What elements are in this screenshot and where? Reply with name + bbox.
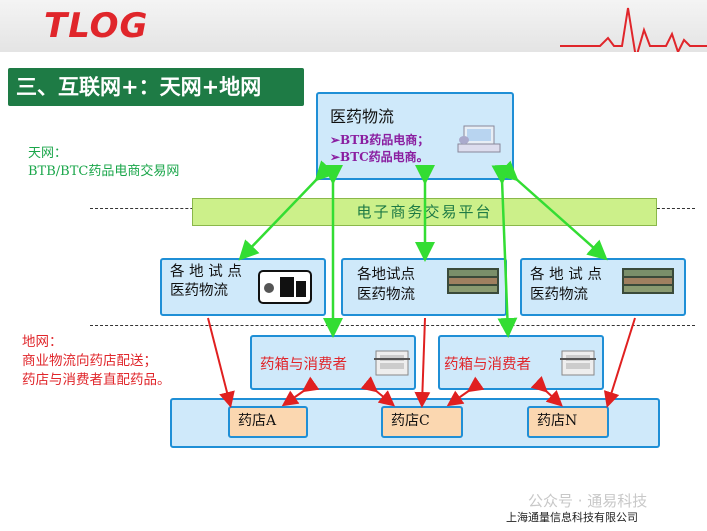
dashed-divider-bottom bbox=[90, 325, 695, 326]
header-band: TLOG bbox=[0, 0, 707, 52]
site-1-line2: 医药物流 bbox=[170, 283, 228, 299]
site-box-2: 各地试点 医药物流 bbox=[341, 258, 507, 316]
shelves-icon bbox=[622, 268, 674, 294]
red-arrow-consumer2-pharmacyC bbox=[446, 376, 485, 407]
red-arrow-consumer1-pharmacyA bbox=[281, 376, 320, 407]
shelves-icon bbox=[447, 268, 499, 294]
pharma-logistics-box: 医药物流 ➢BTB药品电商； ➢BTC药品电商。 bbox=[316, 92, 514, 180]
medicine-cabinet-icon bbox=[374, 350, 410, 376]
red-arrow-consumer1-pharmacyC bbox=[360, 376, 396, 407]
tianwang-line2: BTB/BTC药品电商交易网 bbox=[28, 164, 180, 179]
site-3-line2: 医药物流 bbox=[530, 287, 588, 303]
tlog-logo: TLOG bbox=[44, 6, 149, 46]
green-arrow-top-consumer2 bbox=[491, 164, 518, 338]
site-3-line1: 各 地 试 点 bbox=[530, 267, 602, 283]
wechat-watermark: 公众号 · 通易科技 bbox=[528, 492, 648, 510]
company-footer: 上海通量信息科技有限公司 bbox=[506, 511, 638, 524]
diwang-line1: 地网： bbox=[22, 334, 63, 350]
pharmacy-c: 药店C bbox=[381, 406, 463, 438]
red-arrow-site1-pharmacyA bbox=[207, 317, 235, 408]
pharma-logistics-title: 医药物流 bbox=[330, 107, 395, 126]
pharmacy-a: 药店A bbox=[228, 406, 308, 438]
site-2-line2: 医药物流 bbox=[357, 287, 415, 303]
pharmacy-n: 药店N bbox=[527, 406, 609, 438]
heartbeat-icon bbox=[560, 7, 707, 52]
computer-icon bbox=[457, 125, 501, 153]
section-title: 三、互联网+：天网+地网 bbox=[8, 68, 304, 106]
site-2-line1: 各地试点 bbox=[357, 267, 415, 283]
red-arrow-site3-pharmacyN bbox=[603, 317, 636, 408]
medicine-cabinet-icon bbox=[560, 350, 596, 376]
tianwang-line1: 天网： bbox=[28, 146, 68, 161]
consumer-2-label: 药箱与消费者 bbox=[444, 357, 531, 373]
diwang-line2: 商业物流向药店配送； bbox=[22, 353, 157, 369]
site-box-1: 各 地 试 点 医药物流 bbox=[160, 258, 326, 316]
btc-item: ➢BTC药品电商。 bbox=[330, 150, 429, 164]
red-arrow-site2-pharmacyC bbox=[414, 317, 431, 408]
site-1-line1: 各 地 试 点 bbox=[170, 264, 242, 280]
btb-item: ➢BTB药品电商； bbox=[330, 133, 430, 147]
diwang-label: 地网： 商业物流向药店配送； 药店与消费者直配药品。 bbox=[22, 333, 171, 390]
red-arrow-consumer2-pharmacyN bbox=[530, 375, 563, 407]
green-arrow-top-site3 bbox=[497, 160, 608, 261]
diwang-line3: 药店与消费者直配药品。 bbox=[22, 372, 171, 388]
warehouse-icon bbox=[258, 270, 312, 304]
tianwang-label: 天网： BTB/BTC药品电商交易网 bbox=[28, 145, 179, 181]
consumer-1-label: 药箱与消费者 bbox=[260, 357, 347, 373]
green-arrow-top-site1 bbox=[238, 160, 336, 261]
